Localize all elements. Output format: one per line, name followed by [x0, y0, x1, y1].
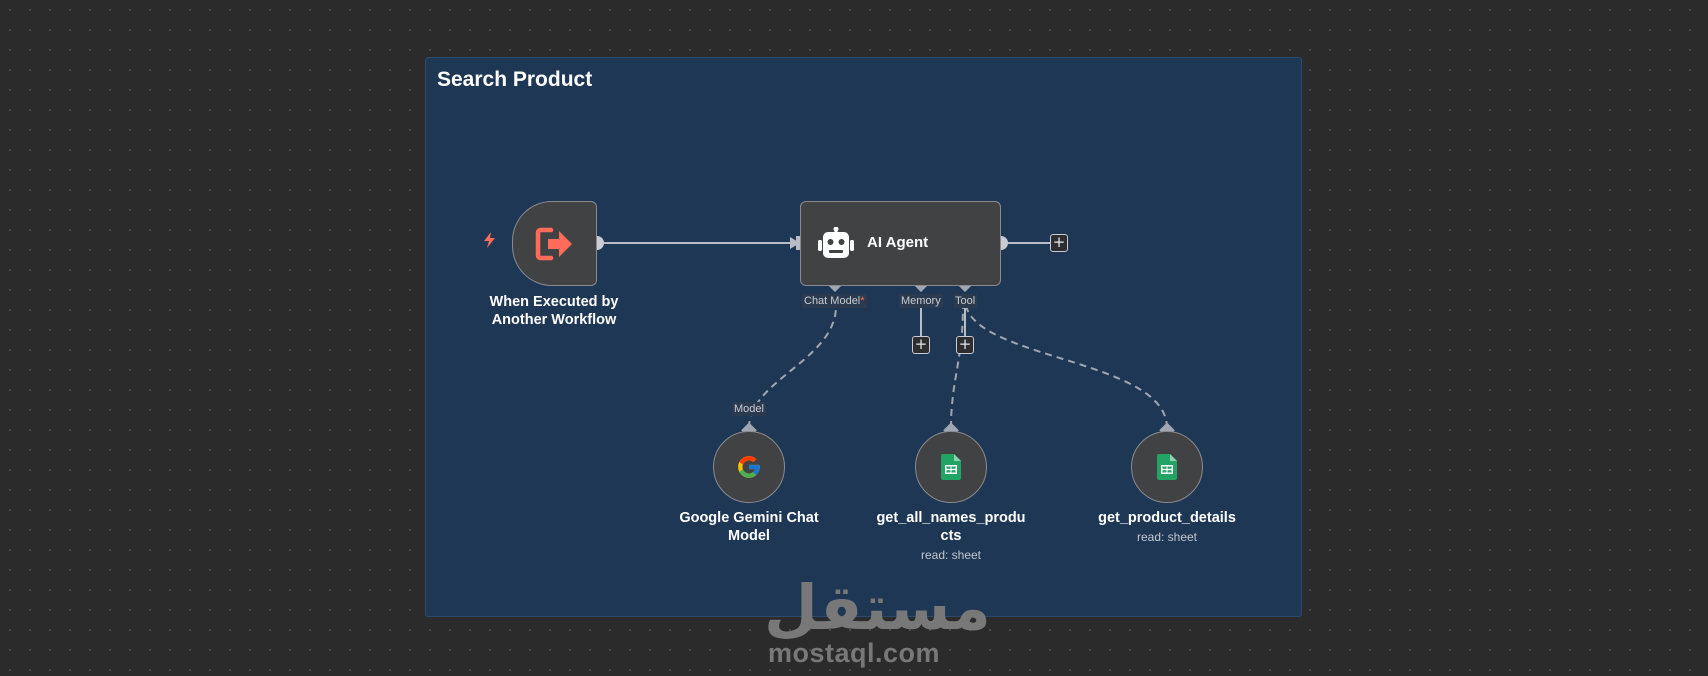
google-sheets-icon: [1157, 454, 1177, 480]
add-output-node-button[interactable]: +: [1050, 234, 1068, 252]
node-ai-agent[interactable]: AI Agent: [800, 201, 1001, 286]
add-memory-button[interactable]: +: [912, 336, 930, 354]
robot-icon: [818, 227, 854, 258]
port-label-model: Model: [732, 402, 766, 416]
required-marker: *: [860, 295, 865, 307]
node-label-ai-agent: AI Agent: [867, 234, 929, 251]
connection-getall-tool: [950, 305, 964, 429]
node-label-google-gemini: Google Gemini Chat Model: [679, 510, 819, 544]
sticky-note[interactable]: Search Product: [425, 57, 1302, 617]
connection-details-tool: [965, 305, 1168, 429]
chat-model-text: Chat Model: [804, 295, 861, 307]
sticky-title: Search Product: [437, 68, 593, 91]
port-label-tool: Tool: [953, 294, 978, 308]
agent-input-handle: [796, 236, 801, 250]
node-subtitle-get-product-details: read: sheet: [1136, 530, 1198, 544]
node-subtitle-get-all-names-products: read: sheet: [920, 548, 982, 562]
sign-out-arrow-icon: [535, 227, 572, 260]
google-sheets-icon: [941, 454, 961, 480]
node-get-product-details[interactable]: [1131, 431, 1203, 503]
watermark-latin: mostaql.com: [767, 638, 941, 668]
add-tool-button[interactable]: +: [956, 336, 974, 354]
google-g-icon: [738, 456, 760, 478]
node-when-executed[interactable]: [512, 201, 597, 286]
port-label-memory: Memory: [899, 294, 943, 308]
node-google-gemini[interactable]: [713, 431, 785, 503]
connection-arrow: [790, 237, 800, 249]
node-label-when-executed: When Executed by Another Workflow: [489, 294, 619, 328]
port-label-chat-model: Chat Model*: [802, 294, 867, 308]
node-get-all-names-products[interactable]: [915, 431, 987, 503]
watermark-arabic: مستقل: [764, 571, 991, 644]
node-label-get-product-details: get_product_details: [1098, 510, 1236, 526]
lightning-icon: [484, 232, 495, 248]
watermark: مستقل mostaql.com: [764, 571, 991, 669]
node-label-get-all-names-products: get_all_names_products: [876, 510, 1026, 544]
